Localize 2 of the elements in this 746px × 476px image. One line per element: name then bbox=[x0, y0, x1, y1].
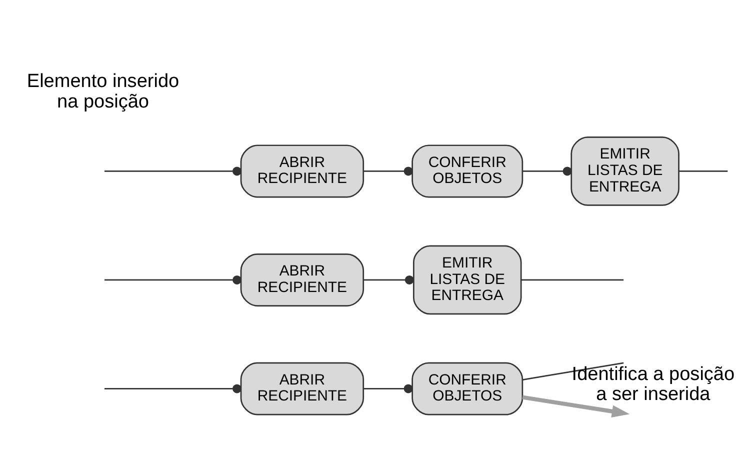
edge-label: Identifica a posição a ser inserida bbox=[572, 363, 735, 405]
label: Elemento inserido na posição bbox=[26, 70, 180, 112]
